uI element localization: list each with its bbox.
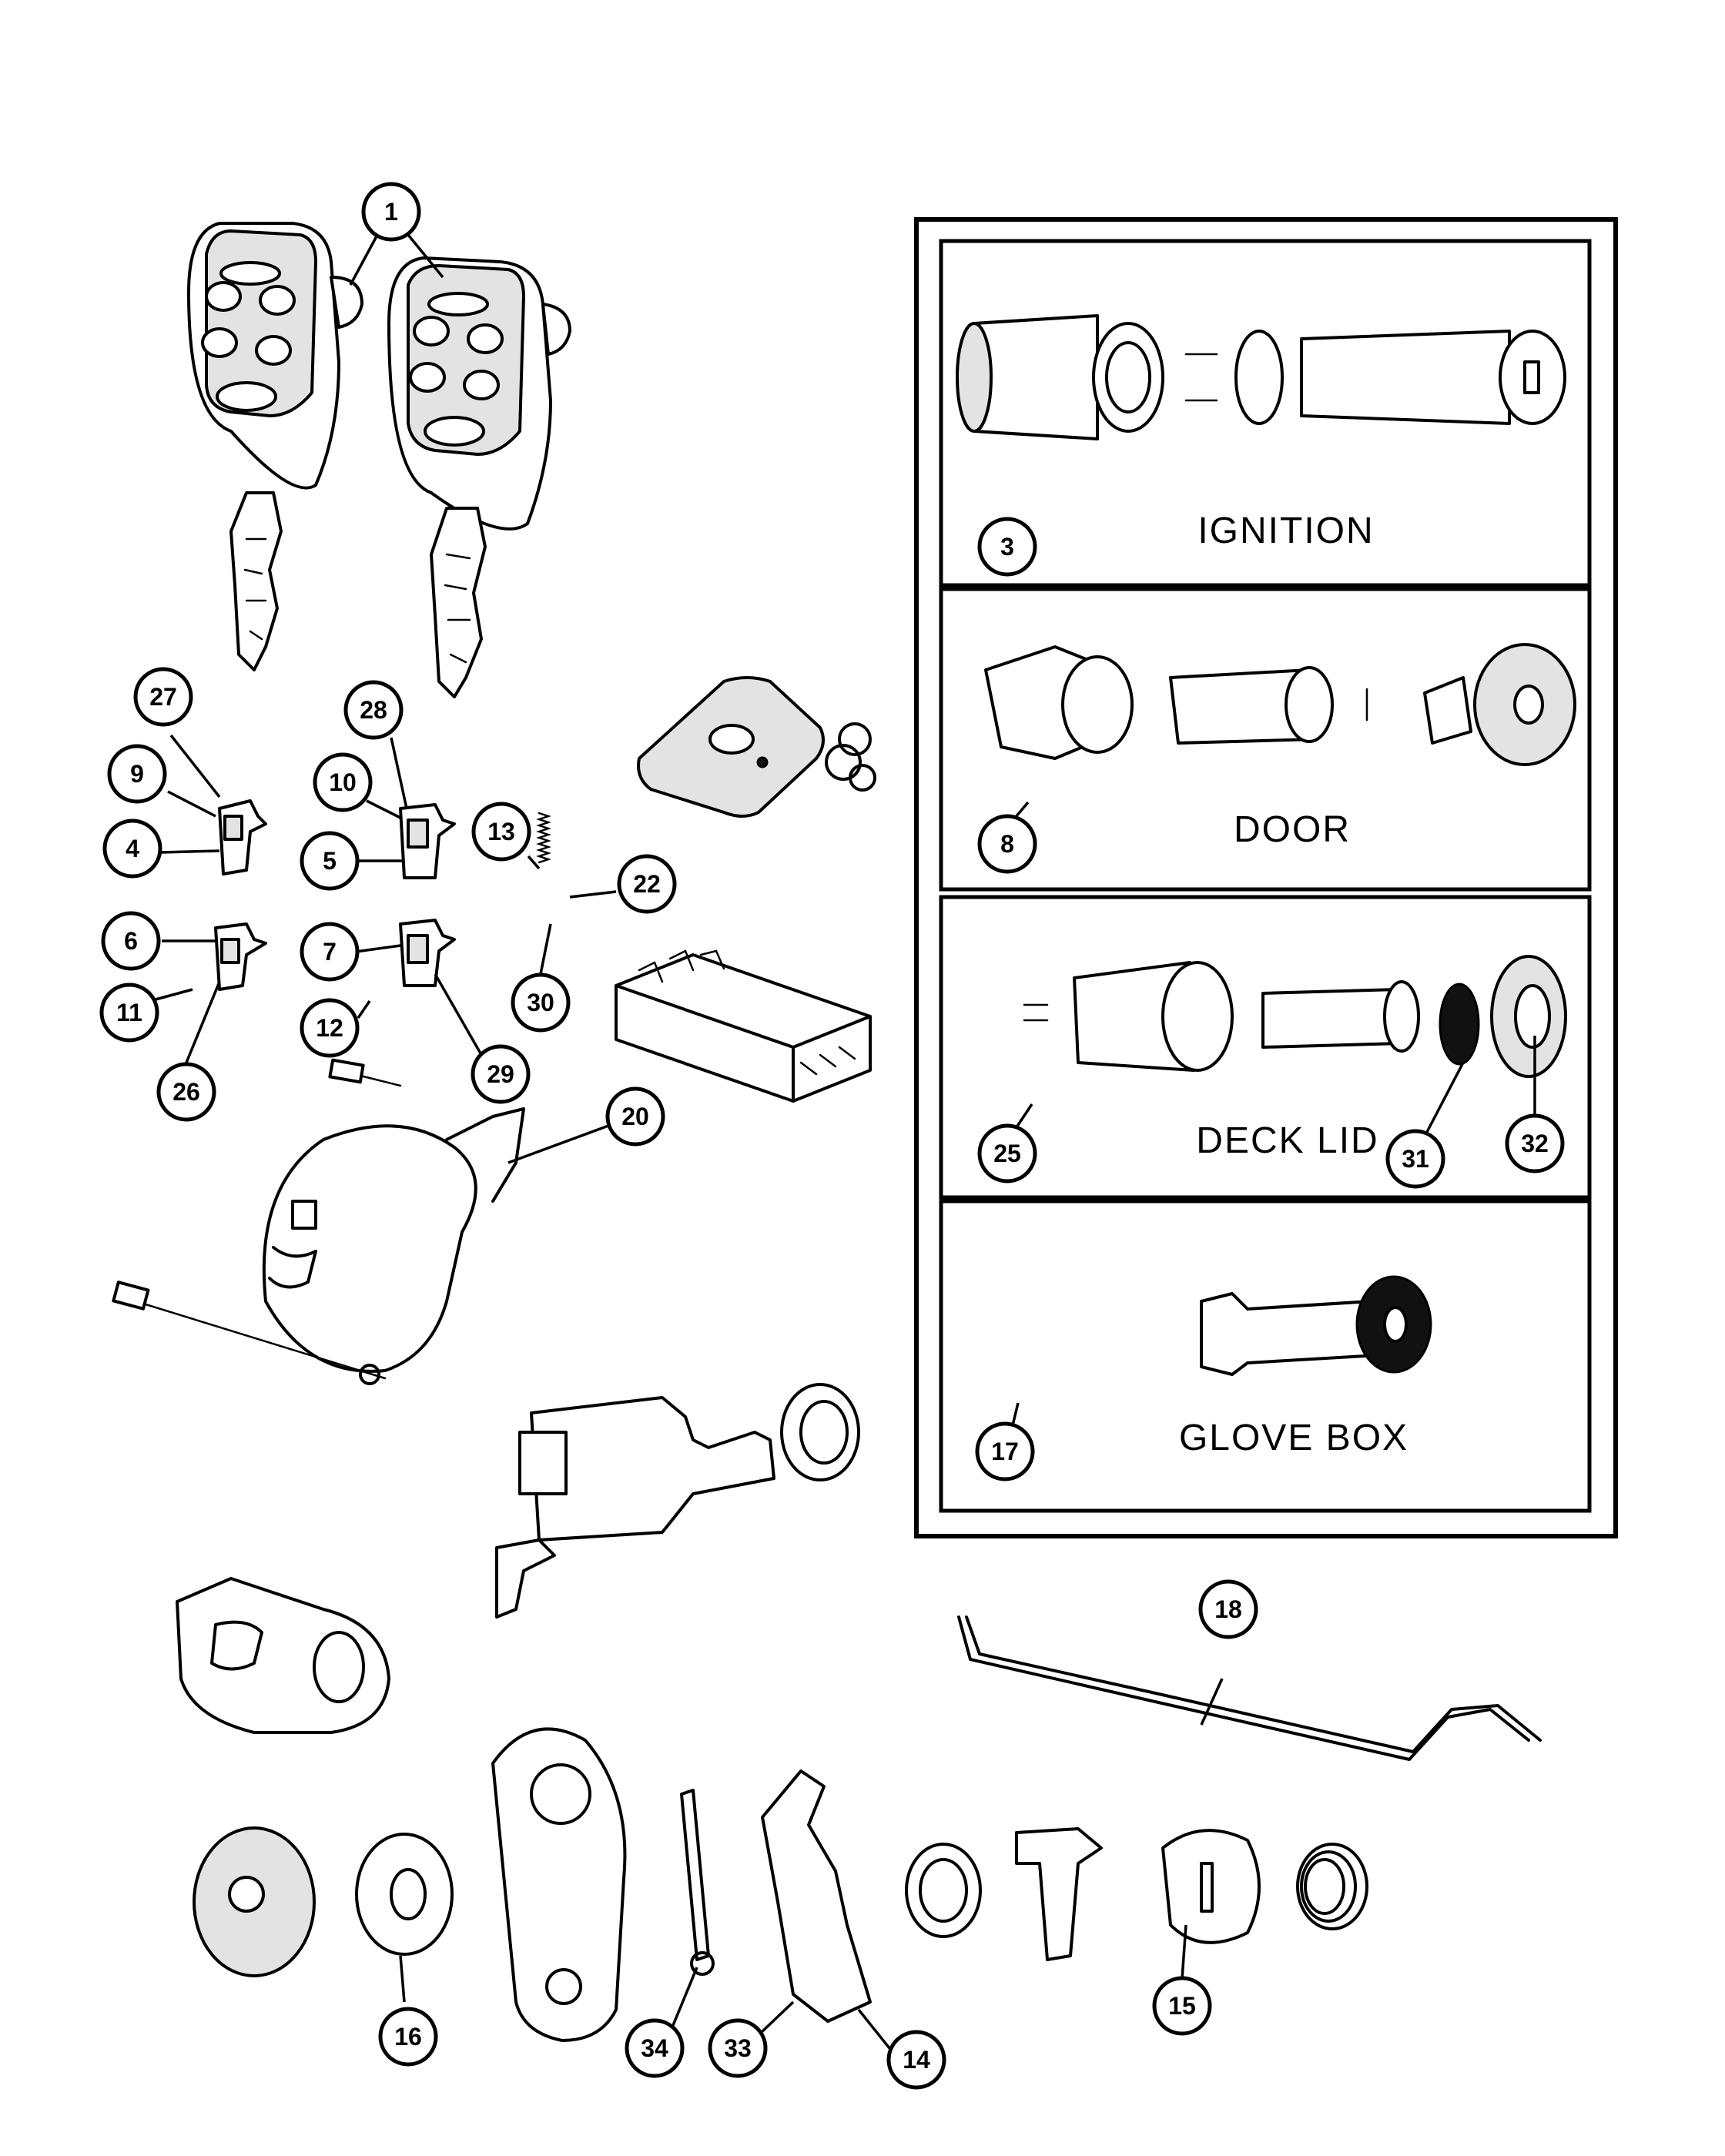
leader-25 <box>1015 1103 1033 1128</box>
callout-32: 32 <box>1505 1113 1565 1173</box>
callout-16: 16 <box>378 2007 438 2067</box>
ignition-cylinder-parts <box>956 314 1566 440</box>
deck-lid-cylinder-parts <box>1023 955 1567 1078</box>
svg-text:18: 18 <box>1214 1595 1242 1623</box>
callout-26: 26 <box>156 1062 216 1122</box>
svg-text:26: 26 <box>172 1078 200 1106</box>
spring-coil <box>1296 1843 1368 1930</box>
callout-3: 3 <box>977 517 1037 577</box>
latch-33 <box>761 1769 872 2023</box>
callout-34: 34 <box>625 2018 685 2078</box>
callout-28: 28 <box>343 680 404 740</box>
svg-text:29: 29 <box>487 1060 514 1088</box>
callout-18: 18 <box>1198 1579 1258 1639</box>
svg-text:32: 32 <box>1521 1130 1549 1157</box>
panel-glove-box: 17 GLOVE BOX <box>939 1199 1592 1513</box>
svg-text:17: 17 <box>991 1438 1019 1465</box>
svg-text:15: 15 <box>1168 1992 1196 2020</box>
svg-text:27: 27 <box>149 683 177 711</box>
svg-text:10: 10 <box>329 768 357 796</box>
key-fob-right <box>387 256 571 698</box>
callout-25: 25 <box>977 1123 1037 1183</box>
rod-18 <box>957 1615 1542 1761</box>
remote-fob <box>637 676 876 818</box>
panel-caption-ignition: IGNITION <box>1197 511 1374 551</box>
retainer-ring <box>905 1843 982 1938</box>
svg-text:12: 12 <box>316 1014 343 1042</box>
callout-10: 10 <box>313 752 373 812</box>
spring-13 <box>536 812 551 864</box>
callout-12: 12 <box>300 998 360 1058</box>
panel-deck-lid: 25 DECK LID 31 32 <box>939 895 1592 1200</box>
callout-5: 5 <box>300 831 360 891</box>
key-fob-left <box>187 222 363 671</box>
cylinder-15 <box>1161 1829 1261 1944</box>
svg-text:4: 4 <box>126 835 139 862</box>
tumbler-4 <box>218 799 267 875</box>
leader-lines <box>155 233 1224 2050</box>
svg-text:34: 34 <box>641 2034 668 2062</box>
svg-text:9: 9 <box>130 760 144 788</box>
svg-text:33: 33 <box>724 2034 752 2062</box>
leader-31 <box>1425 1062 1465 1134</box>
callout-33: 33 <box>708 2018 768 2078</box>
lock-plate <box>176 1577 390 1734</box>
rod-34 <box>680 1789 715 1976</box>
svg-text:25: 25 <box>993 1140 1021 1167</box>
tumbler-7 <box>399 919 456 987</box>
glove-box-cylinder-parts <box>1200 1275 1432 1376</box>
svg-text:11: 11 <box>116 999 142 1026</box>
callout-8: 8 <box>977 814 1037 874</box>
callout-6: 6 <box>101 911 161 971</box>
callout-27: 27 <box>133 667 193 727</box>
callout-7: 7 <box>300 922 360 982</box>
ignition-housing <box>112 1058 525 1385</box>
svg-text:5: 5 <box>323 847 337 875</box>
callout-31: 31 <box>1385 1129 1445 1189</box>
svg-text:7: 7 <box>323 938 337 966</box>
kit-frame <box>914 217 1618 1538</box>
ignition-switch <box>495 1383 860 1619</box>
svg-text:3: 3 <box>1000 533 1014 561</box>
svg-text:1: 1 <box>384 198 398 226</box>
panel-caption-glove-box: GLOVE BOX <box>1179 1418 1408 1458</box>
callout-9: 9 <box>107 744 167 804</box>
panel-ignition: 3 IGNITION <box>939 239 1592 588</box>
clip <box>1015 1827 1103 1961</box>
callout-22: 22 <box>617 854 677 914</box>
svg-text:31: 31 <box>1402 1145 1429 1173</box>
callout-4: 4 <box>102 819 162 879</box>
svg-text:14: 14 <box>903 2046 930 2074</box>
svg-text:20: 20 <box>621 1103 649 1130</box>
door-cylinder-parts <box>984 643 1576 766</box>
cam-lever <box>491 1727 627 2042</box>
callout-30: 30 <box>511 973 571 1033</box>
leader-8 <box>1013 801 1030 819</box>
bezel-16 <box>193 1826 454 1977</box>
panel-door: 8 DOOR <box>939 587 1592 892</box>
svg-text:6: 6 <box>124 927 138 955</box>
tumbler-5 <box>399 803 456 879</box>
leader-17 <box>1011 1402 1020 1426</box>
callout-1: 1 <box>361 182 421 242</box>
svg-text:22: 22 <box>633 870 661 898</box>
panel-caption-door: DOOR <box>1234 809 1351 850</box>
panel-caption-deck-lid: DECK LID <box>1196 1120 1378 1161</box>
callout-17: 17 <box>975 1421 1035 1481</box>
callout-14: 14 <box>886 2030 946 2090</box>
callout-15: 15 <box>1152 1976 1212 2036</box>
tumbler-6 <box>214 922 267 991</box>
svg-text:13: 13 <box>487 818 515 845</box>
callout-11: 11 <box>99 983 159 1043</box>
svg-text:16: 16 <box>394 2023 422 2051</box>
callout-29: 29 <box>471 1044 531 1104</box>
svg-text:28: 28 <box>360 696 387 724</box>
callout-20: 20 <box>605 1086 665 1147</box>
svg-text:8: 8 <box>1000 830 1014 858</box>
control-module <box>615 949 872 1103</box>
callout-13: 13 <box>471 802 531 862</box>
svg-text:30: 30 <box>527 989 554 1016</box>
